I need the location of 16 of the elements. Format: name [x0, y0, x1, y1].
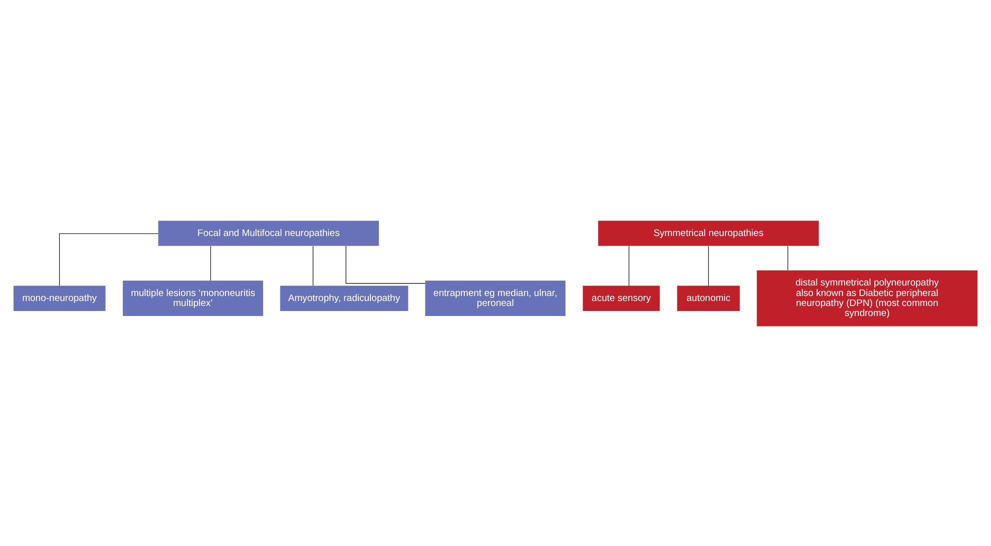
connector [346, 245, 426, 284]
connector [787, 245, 788, 270]
connector [59, 232, 159, 286]
node-box: entrapment eg median, ulnar, peroneal [425, 280, 566, 316]
connector [708, 245, 709, 286]
node-box: Focal and Multifocal neuropathies [158, 220, 379, 246]
node-box: mono-neuropathy [14, 285, 106, 310]
connector [312, 245, 314, 286]
node-box: multiple lesions ‘mononeuritis multiplex’ [122, 280, 264, 316]
node-box: Symmetrical neuropathies [598, 220, 819, 246]
node-box: distal symmetrical polyneuropathy also known as Diabetic peripheral neuropathy (DPN) (most common syndrome) [756, 270, 978, 326]
node-box: Amyotrophy, radiculopathy [280, 285, 408, 310]
connector [628, 245, 630, 286]
node-box: autonomic [677, 285, 740, 310]
node-box: acute sensory [582, 285, 660, 310]
connector [210, 245, 212, 280]
